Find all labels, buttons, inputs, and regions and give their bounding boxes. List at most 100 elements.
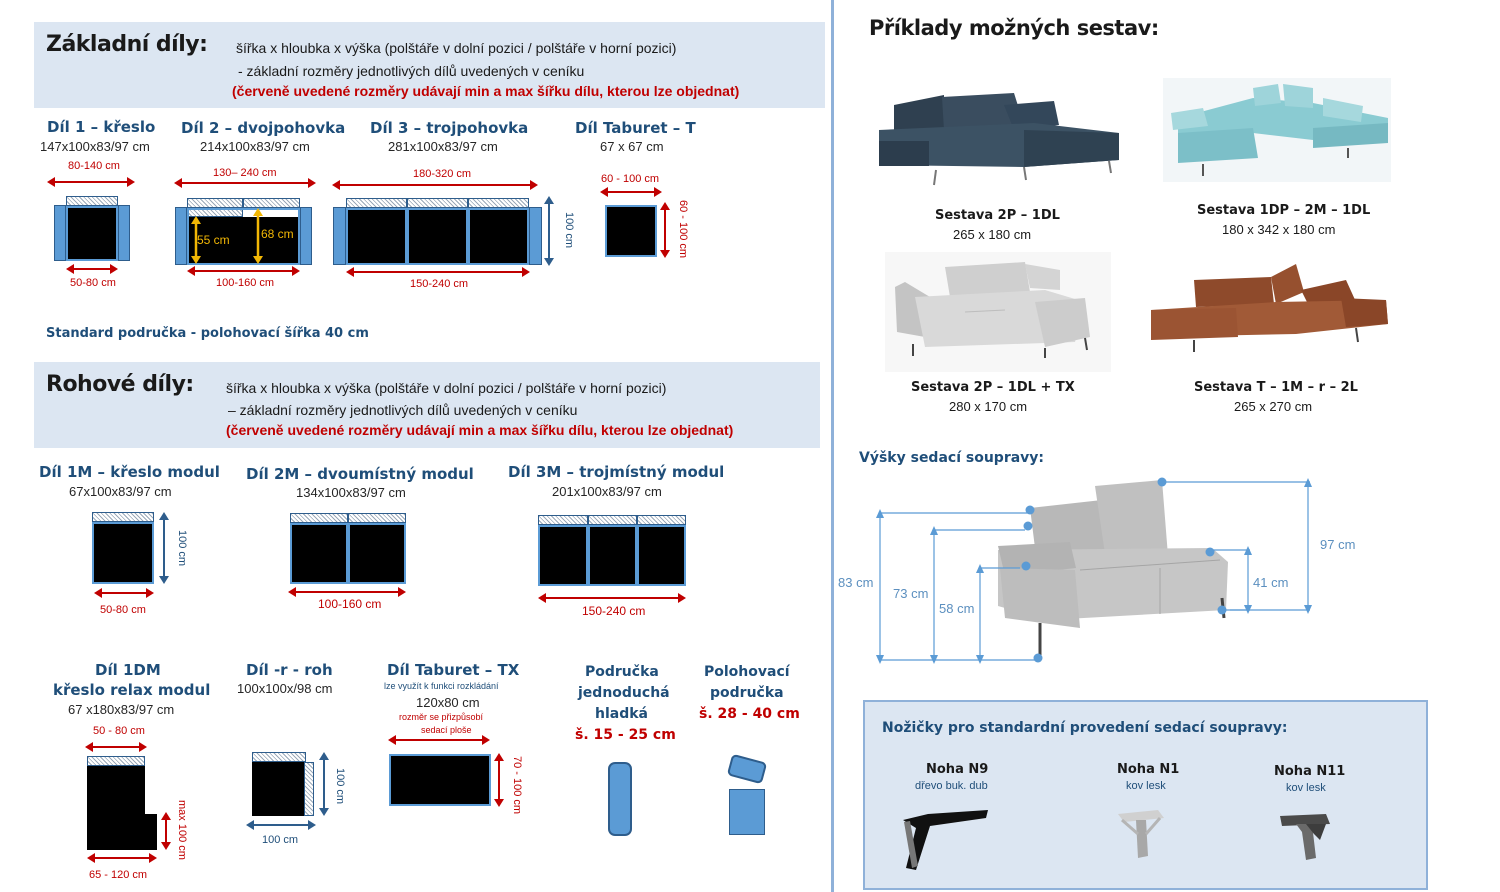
part-3m-bottom-range: 150-240 cm xyxy=(582,604,646,618)
part-tx-note-1: lze využít k funkci rozkládání xyxy=(384,681,499,691)
part-r-dim: 100x100x/98 cm xyxy=(237,681,333,696)
armrest-adjustable-label-1: Polohovací xyxy=(704,664,790,680)
part-3-seat-3 xyxy=(468,208,529,265)
part-r-seat xyxy=(252,762,304,816)
part-r-backrest-top xyxy=(252,752,306,762)
leg-n9-name: Noha N9 xyxy=(926,762,989,777)
part-2-bottom-arrow xyxy=(187,266,300,276)
example-1-dim: 265 x 180 cm xyxy=(953,227,1032,242)
legs-title: Nožičky pro standardní provedení sedací … xyxy=(882,720,1288,736)
part-3-bottom-range: 150-240 cm xyxy=(410,278,469,290)
corner-parts-desc-2: – základní rozměry jednotlivých dílů uve… xyxy=(228,402,578,418)
heights-diagram xyxy=(876,477,1312,664)
example-4-dim: 265 x 270 cm xyxy=(1234,399,1313,414)
part-1dm-title-1: Díl 1DM xyxy=(95,661,161,679)
part-2m-seat-2 xyxy=(348,523,406,584)
part-r-side-arrow xyxy=(319,752,329,816)
part-3-dim: 281x100x83/97 cm xyxy=(388,139,498,154)
part-1-armrest-left xyxy=(54,205,66,261)
part-2-armrest-left xyxy=(175,207,187,265)
example-1-sofa-image xyxy=(879,93,1119,186)
part-2-backrest-1 xyxy=(187,198,243,208)
part-1dm-title-2: křeslo relax modul xyxy=(53,681,211,699)
example-3-dim: 280 x 170 cm xyxy=(949,399,1028,414)
part-t-title: Díl Taburet – T xyxy=(575,119,696,137)
part-3-backrest-1 xyxy=(346,198,407,208)
part-3-side-depth: 100 cm xyxy=(563,212,575,249)
part-tx-note-2: rozměr se přizpůsobí xyxy=(399,712,484,722)
part-2-top-range: 130– 240 cm xyxy=(213,167,277,179)
height-73: 73 cm xyxy=(893,586,929,601)
part-1dm-bottom-range: 65 - 120 cm xyxy=(89,869,148,881)
corner-parts-title: Rohové díly: xyxy=(46,372,194,397)
part-r-side-depth: 100 cm xyxy=(334,768,346,805)
example-4-name: Sestava T – 1M – r – 2L xyxy=(1194,380,1358,395)
basic-parts-title: Základní díly: xyxy=(46,32,208,57)
part-2m-title: Díl 2M – dvoumístný modul xyxy=(246,465,474,483)
part-tx-top-arrow xyxy=(388,735,490,745)
heights-title: Výšky sedací soupravy: xyxy=(859,450,1045,466)
examples-title: Příklady možných sestav: xyxy=(869,16,1159,40)
part-1-bottom-arrow xyxy=(66,264,118,274)
part-1m-dim: 67x100x83/97 cm xyxy=(69,484,172,499)
height-83: 83 cm xyxy=(838,575,874,590)
example-2-dim: 180 x 342 x 180 cm xyxy=(1222,222,1336,237)
part-1-top-arrow xyxy=(47,177,135,187)
armrest-smooth-shape xyxy=(608,762,632,836)
part-2m-backrest-1 xyxy=(290,513,348,523)
part-1dm-backrest xyxy=(87,756,145,766)
part-1m-side-arrow xyxy=(159,512,169,584)
armrest-note: Standard područka - polohovací šířka 40 … xyxy=(46,326,369,341)
basic-parts-note: (červeně uvedené rozměry udávají min a m… xyxy=(232,83,740,99)
part-2m-bottom-range: 100-160 cm xyxy=(318,597,382,611)
part-3-top-range: 180-320 cm xyxy=(413,168,472,180)
example-3-sofa-image xyxy=(895,262,1090,358)
part-1dm-side-arrow xyxy=(161,812,171,850)
part-3-title: Díl 3 – trojpohovka xyxy=(370,119,529,137)
corner-parts-note: (červeně uvedené rozměry udávají min a m… xyxy=(226,422,734,438)
basic-parts-header-band xyxy=(34,22,825,108)
part-tx-seat xyxy=(389,754,491,806)
part-1m-backrest xyxy=(92,512,154,522)
part-1dm-bottom-arrow xyxy=(87,853,157,863)
part-2m-bottom-arrow xyxy=(288,587,406,597)
leg-n9-material: dřevo buk. dub xyxy=(915,780,988,792)
example-2-sofa-image xyxy=(1171,84,1388,176)
part-1dm-extension xyxy=(145,814,157,850)
part-2m-seat-1 xyxy=(290,523,348,584)
part-2-bottom-range: 100-160 cm xyxy=(216,277,275,289)
part-1dm-top-range: 50 - 80 cm xyxy=(93,725,145,737)
part-3m-bottom-arrow xyxy=(538,593,686,603)
height-41: 41 cm xyxy=(1253,575,1289,590)
part-tx-note-3: sedací ploše xyxy=(421,725,472,735)
part-t-top-range: 60 - 100 cm xyxy=(601,173,660,185)
leg-n1-material: kov lesk xyxy=(1126,780,1166,792)
part-3-armrest-left xyxy=(333,207,346,265)
part-2-seat xyxy=(187,208,300,265)
example-1-name: Sestava 2P – 1DL xyxy=(935,208,1060,223)
part-1dm-top-arrow xyxy=(85,742,147,752)
part-1m-bottom-arrow xyxy=(94,588,154,598)
part-1-armrest-right xyxy=(118,205,130,261)
part-2-height-arrows xyxy=(191,208,263,264)
armrest-smooth-label-2: jednoduchá xyxy=(578,685,670,701)
part-r-bottom-arrow xyxy=(246,820,316,830)
part-3-side-arrow xyxy=(544,196,554,266)
armrest-adjustable-label-2: područka xyxy=(710,685,784,701)
part-t-side-arrow xyxy=(660,202,670,258)
part-tx-title: Díl Taburet – TX xyxy=(387,661,520,679)
part-tx-dim: 120x80 cm xyxy=(416,695,480,710)
part-2-top-arrow xyxy=(174,178,316,188)
part-2-dim: 214x100x83/97 cm xyxy=(200,139,310,154)
part-r-title: Díl -r - roh xyxy=(246,661,333,679)
part-3m-title: Díl 3M – trojmístný modul xyxy=(508,463,725,481)
part-tx-side-range: 70 - 100 cm xyxy=(511,756,523,815)
leg-n11-material: kov lesk xyxy=(1286,782,1326,794)
corner-parts-desc-1: šířka x hloubka x výška (polštáře v doln… xyxy=(226,380,667,396)
part-1-dim: 147x100x83/97 cm xyxy=(40,139,150,154)
part-1m-side-depth: 100 cm xyxy=(176,530,188,567)
part-2-height-55: 55 cm xyxy=(197,233,230,247)
part-3-seat-2 xyxy=(407,208,468,265)
column-divider xyxy=(831,0,834,892)
part-3m-seat-2 xyxy=(588,525,637,586)
